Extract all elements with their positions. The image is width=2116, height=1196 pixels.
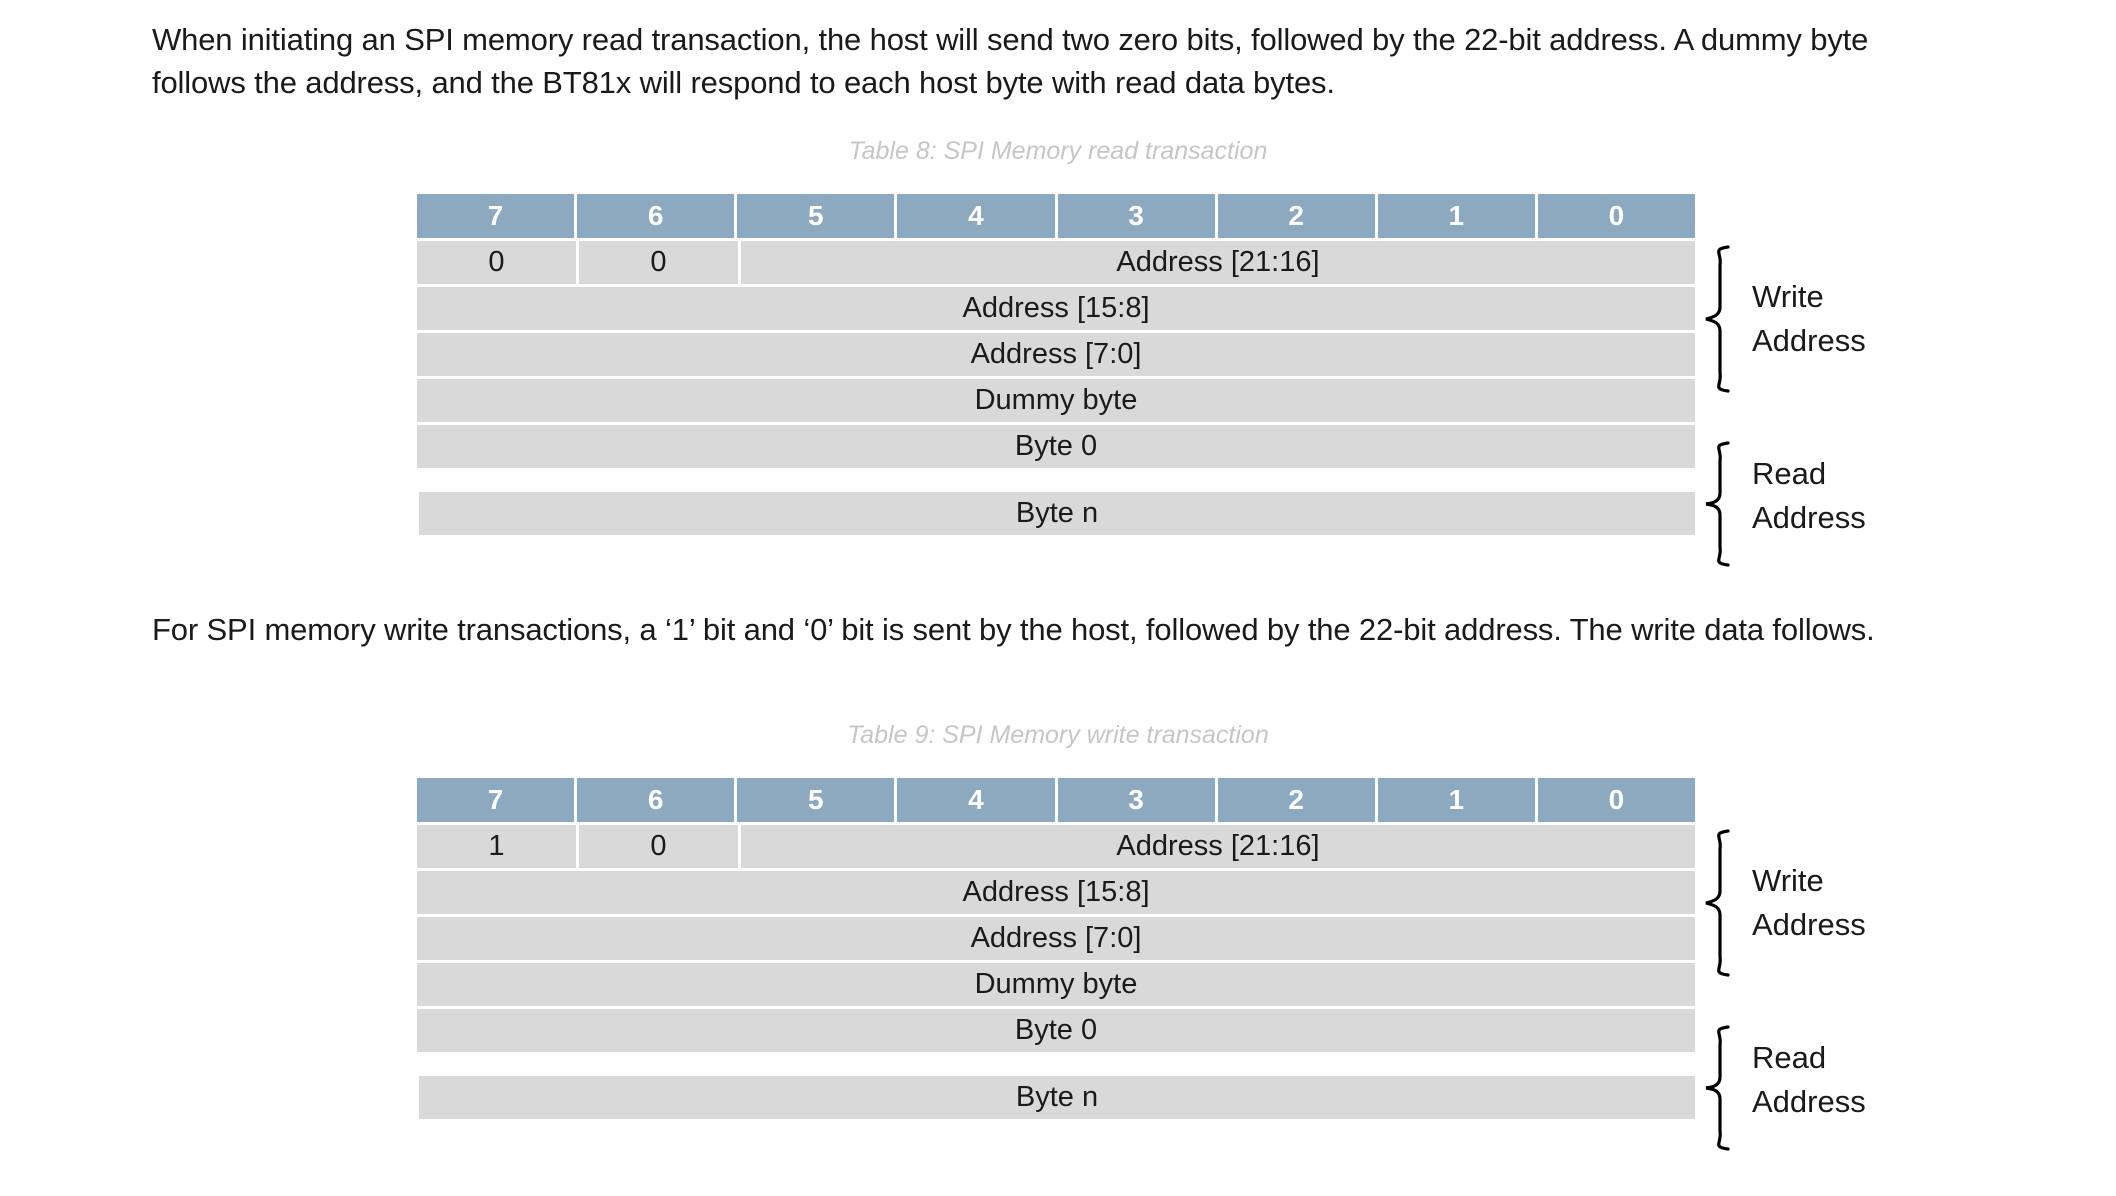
table-row: Address [7:0] <box>417 333 1695 376</box>
paragraph-write-intro: For SPI memory write transactions, a ‘1’… <box>152 612 1875 647</box>
column-header-bit-3: 3 <box>1057 194 1215 238</box>
cell-byte-n: Byte n <box>419 492 1695 535</box>
table-row: Byte n <box>419 1076 1695 1119</box>
column-header-bit-7: 7 <box>417 778 575 822</box>
column-header-bit-5: 5 <box>737 194 895 238</box>
table-row: Byte n <box>419 492 1695 535</box>
cell-dummy-byte: Dummy byte <box>417 963 1695 1006</box>
cell-address-mid: Address [15:8] <box>417 871 1695 914</box>
table-row: Dummy byte <box>417 963 1695 1006</box>
cell-address-low: Address [7:0] <box>417 917 1695 960</box>
column-header-bit-3: 3 <box>1057 778 1215 822</box>
table-spi-memory-write: 7 6 5 4 3 2 1 0 1 0 Address [21:16] Addr… <box>417 778 1695 1119</box>
table-caption-read: Table 8: SPI Memory read transaction <box>848 137 1268 165</box>
paragraph-read-intro: When initiating an SPI memory read trans… <box>152 22 1869 100</box>
brace-label-write-address: Write Address <box>1752 279 1866 358</box>
column-header-bit-2: 2 <box>1217 778 1375 822</box>
table-row: 0 0 Address [21:16] <box>417 241 1695 284</box>
brace-label-read-address: Read Address <box>1752 1040 1866 1119</box>
table-caption-write: Table 9: SPI Memory write transaction <box>847 721 1269 749</box>
brace-write-address-icon <box>1700 245 1734 393</box>
brace-read-address-icon <box>1700 1025 1734 1151</box>
brace-label-read-address: Read Address <box>1752 456 1866 535</box>
cell-dummy-byte: Dummy byte <box>417 379 1695 422</box>
column-header-bit-5: 5 <box>737 778 895 822</box>
table-row: Byte 0 <box>417 1009 1695 1052</box>
table-row: Address [15:8] <box>417 287 1695 330</box>
column-header-bit-6: 6 <box>577 778 735 822</box>
column-header-bit-0: 0 <box>1537 778 1695 822</box>
cell-address-mid: Address [15:8] <box>417 287 1695 330</box>
table-row: Address [7:0] <box>417 917 1695 960</box>
cell-address-high: Address [21:16] <box>741 825 1695 868</box>
column-header-bit-1: 1 <box>1377 778 1535 822</box>
column-header-bit-2: 2 <box>1217 194 1375 238</box>
cell-bit6-value: 0 <box>579 241 738 284</box>
column-header-bit-4: 4 <box>897 778 1055 822</box>
brace-label-write-address: Write Address <box>1752 863 1866 942</box>
table-row: 1 0 Address [21:16] <box>417 825 1695 868</box>
table-header-row: 7 6 5 4 3 2 1 0 <box>417 194 1695 238</box>
brace-read-address-icon <box>1700 441 1734 567</box>
column-header-bit-6: 6 <box>577 194 735 238</box>
cell-address-low: Address [7:0] <box>417 333 1695 376</box>
table-spi-memory-read: 7 6 5 4 3 2 1 0 0 0 Address [21:16] Addr… <box>417 194 1695 535</box>
table-row: Byte 0 <box>417 425 1695 468</box>
column-header-bit-7: 7 <box>417 194 575 238</box>
column-header-bit-0: 0 <box>1537 194 1695 238</box>
cell-bit7-value: 1 <box>417 825 576 868</box>
table-header-row: 7 6 5 4 3 2 1 0 <box>417 778 1695 822</box>
cell-bit7-value: 0 <box>417 241 576 284</box>
table-row: Dummy byte <box>417 379 1695 422</box>
table-row: Address [15:8] <box>417 871 1695 914</box>
brace-write-address-icon <box>1700 829 1734 977</box>
column-header-bit-4: 4 <box>897 194 1055 238</box>
cell-bit6-value: 0 <box>579 825 738 868</box>
cell-byte-0: Byte 0 <box>417 1009 1695 1052</box>
cell-byte-0: Byte 0 <box>417 425 1695 468</box>
cell-address-high: Address [21:16] <box>741 241 1695 284</box>
cell-byte-n: Byte n <box>419 1076 1695 1119</box>
column-header-bit-1: 1 <box>1377 194 1535 238</box>
